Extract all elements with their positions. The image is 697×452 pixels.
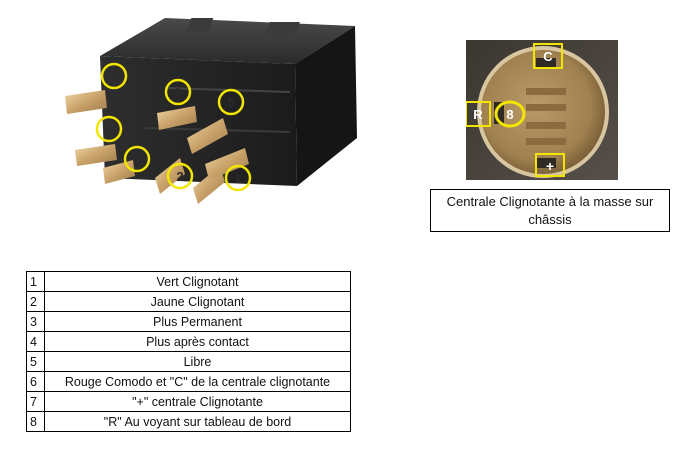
pin-marker-5: 5	[217, 88, 245, 116]
pin-number: 4	[26, 331, 45, 352]
flasher-slots	[494, 58, 566, 168]
svg-text:3: 3	[133, 152, 140, 167]
svg-text:7: 7	[110, 69, 117, 84]
pin-marker-1: 1	[224, 164, 252, 192]
switch-body	[100, 18, 357, 186]
pin-marker-6: 6	[164, 78, 192, 106]
table-row: 3 Plus Permanent	[26, 311, 351, 332]
terminal-marker-c: C	[533, 43, 563, 69]
svg-text:6: 6	[174, 85, 181, 100]
pin-number: 8	[26, 411, 45, 432]
flasher-photo: C R 8 +	[466, 40, 618, 180]
pin-description: "+" centrale Clignotante	[44, 391, 351, 412]
svg-text:1: 1	[234, 171, 241, 186]
pin-description: Plus Permanent	[44, 311, 351, 332]
pin-description: Libre	[44, 351, 351, 372]
table-row: 4 Plus après contact	[26, 331, 351, 352]
terminal-marker-8: 8	[494, 100, 526, 128]
svg-text:R: R	[473, 107, 483, 122]
pin-marker-2: 2	[166, 162, 194, 190]
pin-number: 7	[26, 391, 45, 412]
pin-description: Plus après contact	[44, 331, 351, 352]
svg-text:8: 8	[506, 107, 513, 122]
table-row: 6 Rouge Comodo et "C" de la centrale cli…	[26, 371, 351, 392]
table-row: 2 Jaune Clignotant	[26, 291, 351, 312]
switch-photo: 7 6 5 4 3 2 1	[65, 18, 357, 204]
svg-text:2: 2	[176, 169, 183, 184]
pin-number: 2	[26, 291, 45, 312]
table-row: 7 "+" centrale Clignotante	[26, 391, 351, 412]
pin-number: 6	[26, 371, 45, 392]
table-row: 1 Vert Clignotant	[26, 271, 351, 292]
pin-description: Jaune Clignotant	[44, 291, 351, 312]
pin-number: 5	[26, 351, 45, 372]
terminal-marker-plus: +	[535, 153, 565, 177]
flasher-terminal-markers: C R 8 +	[466, 43, 565, 177]
svg-text:4: 4	[105, 122, 113, 137]
svg-text:+: +	[546, 158, 554, 174]
pin-marker-7: 7	[100, 62, 128, 90]
pin-marker-3: 3	[123, 145, 151, 173]
svg-text:5: 5	[227, 95, 234, 110]
pin-number: 1	[26, 271, 45, 292]
pin-number: 3	[26, 311, 45, 332]
flasher-caption: Centrale Clignotante à la masse sur châs…	[430, 189, 670, 232]
pin-description: "R" Au voyant sur tableau de bord	[44, 411, 351, 432]
table-row: 5 Libre	[26, 351, 351, 372]
pin-table: 1 Vert Clignotant 2 Jaune Clignotant 3 P…	[26, 271, 351, 432]
switch-pin-markers: 7 6 5 4 3 2 1	[95, 62, 252, 192]
pin-marker-4: 4	[95, 115, 123, 143]
terminal-marker-r: R	[466, 101, 491, 127]
flasher-caption-text: Centrale Clignotante à la masse sur châs…	[446, 193, 654, 227]
svg-text:C: C	[543, 49, 553, 64]
table-row: 8 "R" Au voyant sur tableau de bord	[26, 411, 351, 432]
pin-description: Rouge Comodo et "C" de la centrale clign…	[44, 371, 351, 392]
switch-terminals	[65, 90, 249, 204]
pin-description: Vert Clignotant	[44, 271, 351, 292]
